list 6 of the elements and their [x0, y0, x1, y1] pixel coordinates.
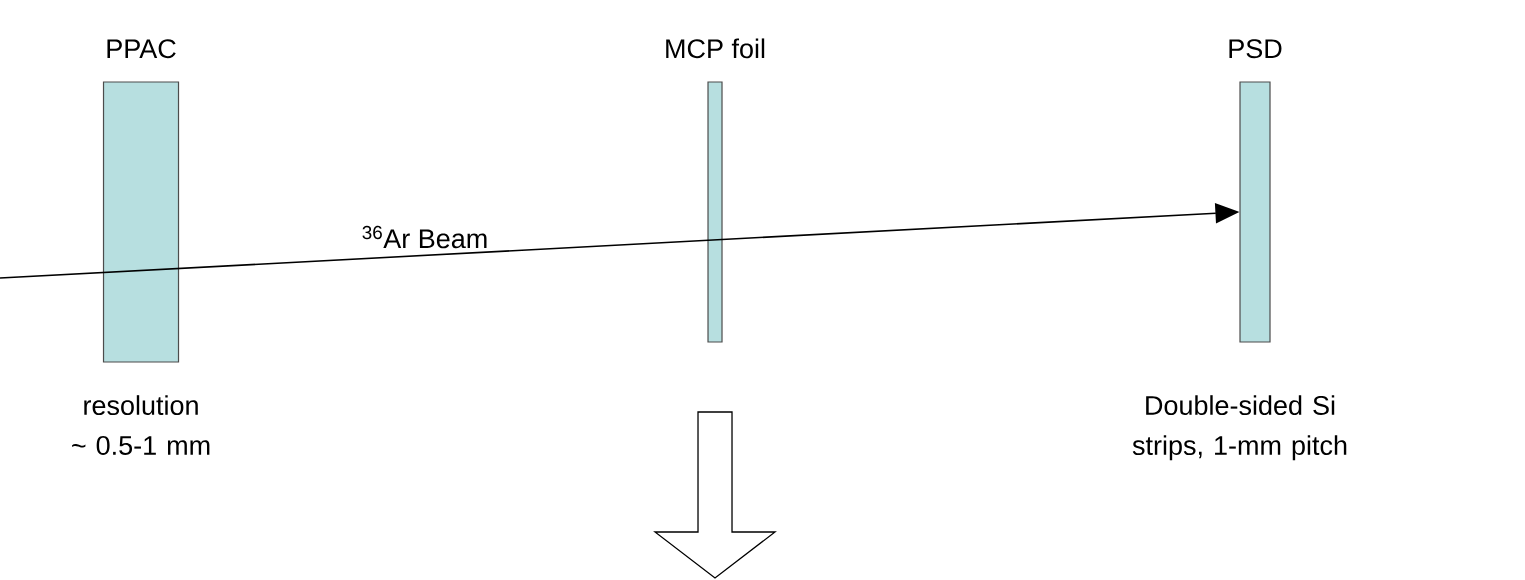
- detector-label: MCP foil: [666, 38, 765, 59]
- detector-caption: resolution ~ 0.5-1 mm: [72, 395, 210, 455]
- detector-label: PSD: [1229, 39, 1282, 59]
- detector-caption: Double-sided Si strips, 1-mm pitch: [1132, 395, 1347, 461]
- edge-label: $^{36}$Ar Beam: [360, 224, 490, 250]
- detector-label: PPAC: [107, 39, 176, 59]
